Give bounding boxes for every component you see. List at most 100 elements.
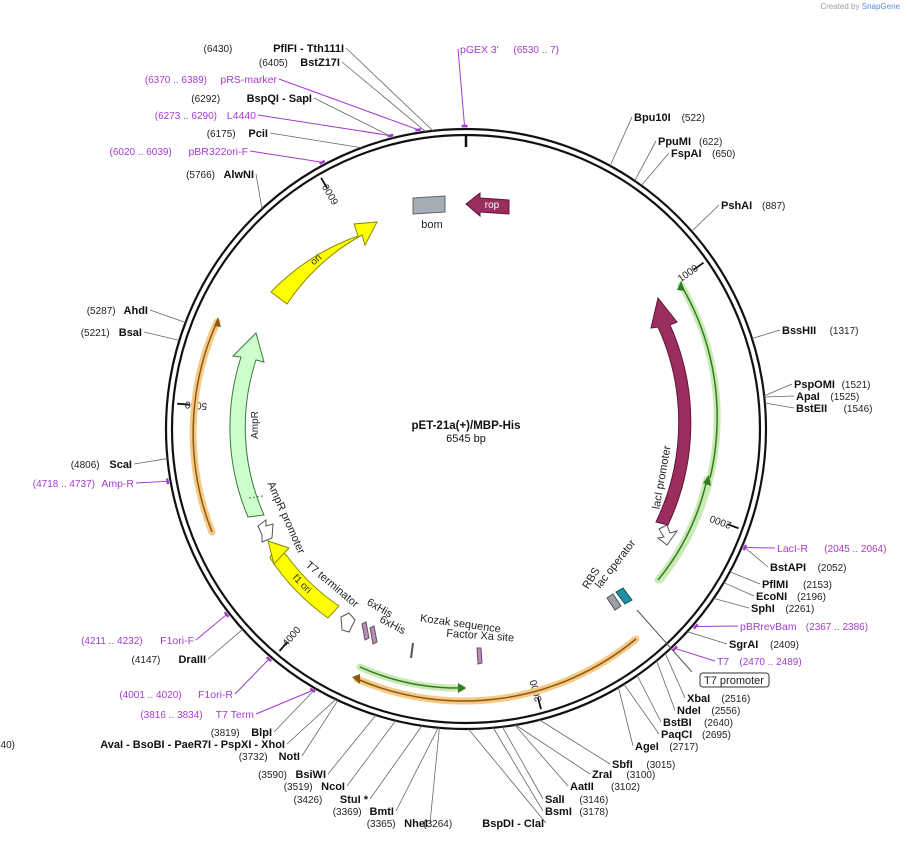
restriction-site[interactable]: AvaI - BsoBI - PaeR7I - PspXI - XhoI(374… <box>0 739 285 751</box>
restriction-site[interactable]: PflMI(2153) <box>762 579 832 591</box>
primer[interactable]: pRS-marker(6370 .. 6389) <box>145 74 278 86</box>
primer[interactable]: F1ori-R(4001 .. 4020) <box>119 689 233 701</box>
restriction-site[interactable]: PflFI - Tth111I (6430) <box>203 43 344 55</box>
primer[interactable]: F1ori-F(4211 .. 4232) <box>81 635 194 647</box>
feature-ori[interactable]: ori <box>270 221 378 305</box>
restriction-site[interactable]: PspOMI(1521) <box>794 379 871 391</box>
restriction-site[interactable]: SgrAI(2409) <box>729 639 799 651</box>
site-leader-line <box>514 724 569 787</box>
restriction-site[interactable]: Bpu10I(522) <box>634 112 705 124</box>
restriction-site[interactable]: PpuMI(622) <box>658 136 722 148</box>
restriction-site[interactable]: NheI(3365) <box>367 818 428 830</box>
feature-label-lac-operator: lac operator <box>593 537 638 590</box>
tick-mark-4000 <box>278 641 288 652</box>
restriction-site[interactable]: XbaI(2516) <box>687 693 750 705</box>
restriction-site[interactable]: PshAI(887) <box>721 200 785 212</box>
restriction-site[interactable]: NdeI(2556) <box>677 705 740 717</box>
site-name: NheI <box>404 818 428 830</box>
primer-name: pBRrevBam <box>740 621 797 633</box>
feature-factor-xa[interactable]: Factor Xa site <box>446 628 515 665</box>
site-position: (2556) <box>711 706 740 717</box>
primer[interactable]: L4440(6273 .. 6290) <box>155 110 256 122</box>
restriction-site[interactable]: BspDI - ClaI(3264) <box>423 818 544 830</box>
site-position: (6430) <box>203 44 232 55</box>
site-position: (3590) <box>258 770 287 781</box>
restriction-site[interactable]: AatII(3102) <box>570 781 640 793</box>
leader-lines <box>133 47 795 824</box>
restriction-site[interactable]: PaqCI(2695) <box>661 729 731 741</box>
site-name: BspQI - SapI <box>247 93 312 105</box>
feature-rop[interactable]: rop <box>465 191 510 218</box>
site-leader-line <box>764 395 795 398</box>
feature-f1-ori[interactable]: f1 ori <box>267 540 340 619</box>
restriction-site[interactable]: DraIII(4147) <box>131 654 206 666</box>
feature-label-rop: rop <box>485 200 500 211</box>
site-position: (1317) <box>830 326 859 337</box>
site-leader-line <box>133 458 168 465</box>
feature-6xhis-2[interactable]: 6xHis <box>369 614 408 645</box>
restriction-site[interactable]: SphI(2261) <box>751 603 814 615</box>
restriction-site[interactable]: PciI(6175) <box>207 128 268 140</box>
restriction-site[interactable]: BstAPI(2052) <box>770 562 847 574</box>
restriction-site[interactable]: BssHII(1317) <box>782 325 859 337</box>
restriction-site[interactable]: BstZ17I(6405) <box>259 57 340 69</box>
site-leader-line <box>729 571 761 585</box>
primer[interactable]: Amp-R(4718 .. 4737) <box>33 478 135 490</box>
site-leader-line <box>723 582 755 597</box>
primer-leader-line <box>234 658 270 695</box>
restriction-site[interactable]: ScaI(4806) <box>71 459 132 471</box>
restriction-site[interactable]: NotI(3732) <box>239 751 300 763</box>
restriction-site[interactable]: BstEII(1546) <box>796 403 873 415</box>
restriction-site[interactable]: ZraI(3100) <box>592 769 655 781</box>
orf-arc-mbp-head <box>352 674 360 684</box>
site-leader-line <box>301 700 339 757</box>
primer[interactable]: T7 Term(3816 .. 3834) <box>140 709 254 721</box>
site-leader-line <box>149 309 186 323</box>
restriction-site[interactable]: FspAI(650) <box>671 148 735 160</box>
restriction-site[interactable]: ApaI(1525) <box>796 391 859 403</box>
site-leader-line <box>634 140 657 182</box>
restriction-site[interactable]: AhdI(5287) <box>87 305 148 317</box>
primer-leader-line <box>674 647 716 662</box>
primer-mark <box>165 478 170 485</box>
primer[interactable]: pBR322ori-F(6020 .. 6039) <box>110 146 248 158</box>
primer-position: (2367 .. 2386) <box>806 622 868 633</box>
primer[interactable]: T7(2470 .. 2489) <box>717 656 802 668</box>
feature-ampr[interactable]: AmpR <box>229 332 265 518</box>
feature-laci[interactable]: lacI <box>650 296 701 526</box>
restriction-site[interactable]: AlwNI(5766) <box>186 169 254 181</box>
restriction-site[interactable]: BsiWI(3590) <box>258 769 326 781</box>
site-leader-line <box>713 597 750 609</box>
site-name: PflFI - Tth111I <box>273 43 344 55</box>
primer[interactable]: pGEX 3'(6530 .. 7) <box>460 44 559 56</box>
restriction-site[interactable]: SalI(3146) <box>545 794 608 806</box>
primer[interactable]: LacI-R(2045 .. 2064) <box>777 543 886 555</box>
site-name: XbaI <box>687 693 710 705</box>
restriction-site[interactable]: SbfI(3015) <box>612 759 675 771</box>
restriction-site[interactable]: BsmI(3178) <box>545 806 608 818</box>
restriction-site[interactable]: EcoNI(2196) <box>756 591 826 603</box>
site-leader-line <box>341 61 427 133</box>
restriction-site[interactable]: BsaI(5221) <box>81 327 142 339</box>
t7-promoter-box[interactable]: T7 promoter <box>636 609 770 688</box>
site-leader-line <box>640 152 670 186</box>
restriction-site[interactable]: BspQI - SapI(6292) <box>191 93 312 105</box>
restriction-site[interactable]: BlpI(3819) <box>211 727 272 739</box>
restriction-site[interactable]: NcoI(3519) <box>284 781 345 793</box>
primer[interactable]: pBRrevBam (2367 .. 2386) <box>740 621 868 633</box>
site-leader-line <box>656 660 676 711</box>
feature-ampr-promoter[interactable]: AmpR promoter <box>257 480 307 556</box>
orf-arc-mbp-line <box>356 638 637 702</box>
restriction-site[interactable]: BmtI(3369) <box>333 806 394 818</box>
tick-mark-3000 <box>537 697 542 710</box>
restriction-site[interactable]: StuI *(3426) <box>293 794 368 806</box>
site-position: (3178) <box>579 807 608 818</box>
site-position: (3100) <box>626 770 655 781</box>
primer-position: (6530 .. 7) <box>513 45 559 56</box>
restriction-site[interactable]: AgeI(2717) <box>635 741 698 753</box>
primer-leader-line <box>257 114 391 137</box>
restriction-site[interactable]: BstBI(2640) <box>663 717 733 729</box>
site-leader-line <box>369 725 423 800</box>
site-name: EcoNI <box>756 591 787 603</box>
feature-bom[interactable]: bom <box>412 195 446 231</box>
